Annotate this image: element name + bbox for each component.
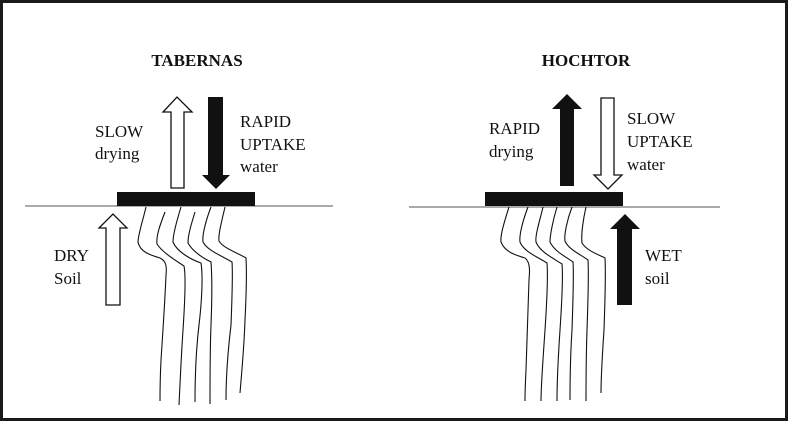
uptake-label-line1: SLOW: [627, 109, 676, 128]
panel-hochtor: HOCHTOR RAPID drying SLOW UPTAKE water W…: [409, 51, 720, 402]
drying-arrow-hollow-up-icon: [161, 96, 194, 189]
soil-label-line1: WET: [645, 246, 682, 265]
uptake-label-line1: RAPID: [240, 112, 291, 131]
root-filaments: [137, 206, 247, 406]
uptake-label-line2: UPTAKE: [627, 132, 693, 151]
biocrust-bar: [485, 192, 623, 206]
panel-title: HOCHTOR: [542, 51, 631, 70]
root-filaments: [500, 206, 606, 402]
soil-arrow-hollow-up-icon: [97, 213, 129, 306]
uptake-arrow-solid-down-icon: [202, 97, 230, 189]
soil-label-line2: Soil: [54, 269, 82, 288]
drying-label-line1: RAPID: [489, 119, 540, 138]
drying-label-line2: drying: [95, 144, 140, 163]
soil-label-line2: soil: [645, 269, 670, 288]
uptake-label-line2: UPTAKE: [240, 135, 306, 154]
drying-label-line2: drying: [489, 142, 534, 161]
drying-arrow-solid-up-icon: [552, 94, 582, 186]
soil-arrow-solid-up-icon: [610, 214, 640, 305]
soil-label-line1: DRY: [54, 246, 89, 265]
biocrust-bar: [117, 192, 255, 206]
uptake-arrow-hollow-down-icon: [592, 97, 624, 190]
uptake-label-line3: water: [240, 157, 278, 176]
uptake-label-line3: water: [627, 155, 665, 174]
panel-tabernas: TABERNAS SLOW drying RAPID UPTAKE water …: [25, 51, 333, 406]
panel-title: TABERNAS: [151, 51, 242, 70]
drying-label-line1: SLOW: [95, 122, 144, 141]
